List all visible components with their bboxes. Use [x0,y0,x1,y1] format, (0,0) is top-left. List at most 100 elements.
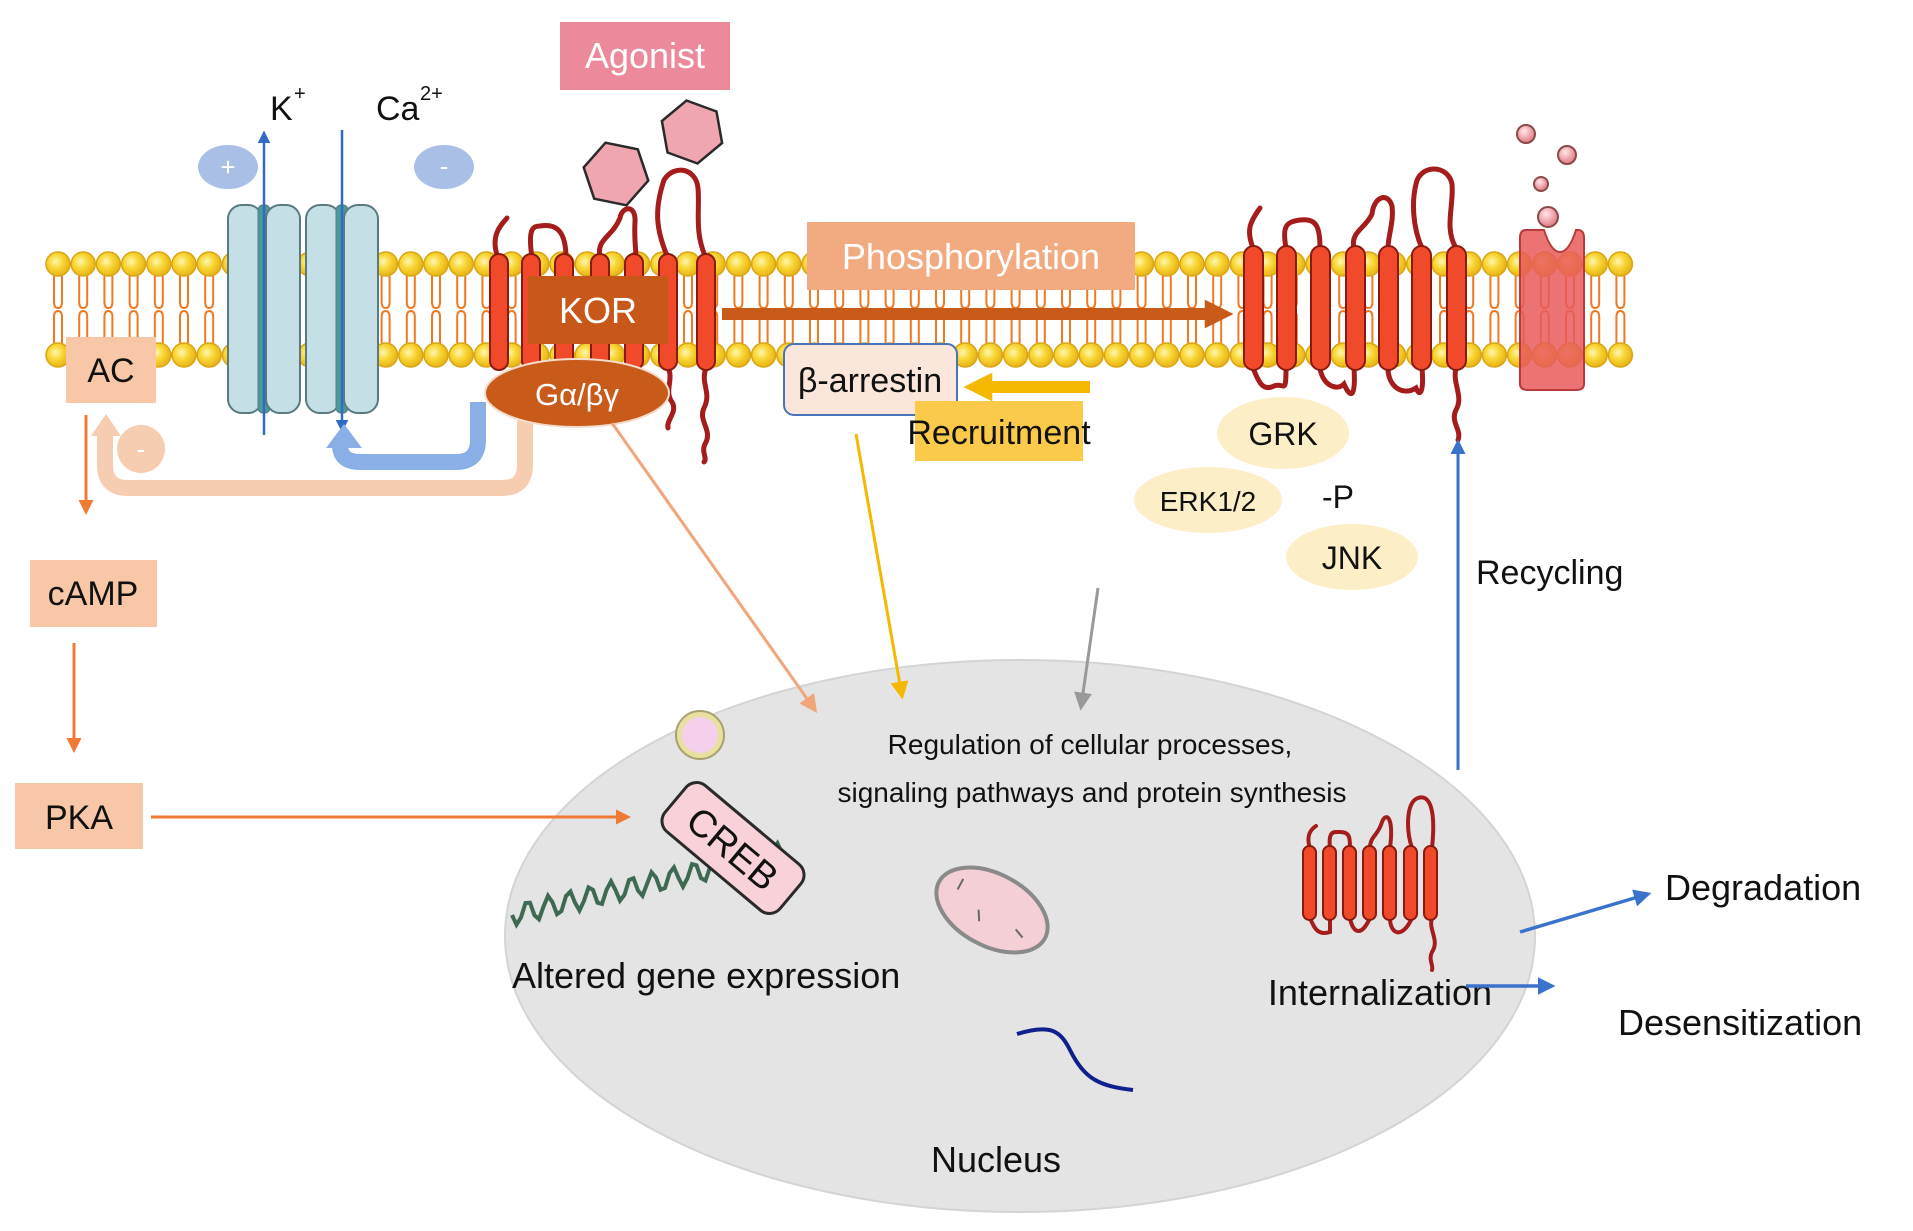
activation-plus-icon: + [198,145,258,189]
lipid-tail [103,276,114,343]
lipid-head [1078,342,1104,368]
g-protein: Gα/βγ [484,358,670,428]
inhibition-minus-icon: - [414,145,474,189]
transmembrane-helix [1382,845,1397,921]
beta-arrestin-label: β-arrestin [798,362,942,400]
lipid-head [1028,342,1054,368]
lipid-head [1204,342,1230,368]
agonist-box: Agonist [560,22,730,90]
lipid-head [1607,251,1634,277]
lipid-tail [153,276,164,343]
transmembrane-helix [1276,245,1297,371]
lipid-head [398,342,424,368]
erk-label: ERK1/2 [1160,486,1257,517]
lipid-tail [204,276,215,343]
phosphorylated-receptor [1243,166,1467,443]
lipid-head [1053,342,1079,368]
lipid-head [146,251,172,277]
transmembrane-helix [1322,845,1337,921]
lipid-head [1582,251,1608,277]
transmembrane-helix [1342,845,1357,921]
lipid-tail [1262,276,1273,343]
lipid-head [196,342,222,368]
internalization-label: Internalization [1268,972,1492,1013]
lipid-head [423,342,449,368]
mitochondrion [934,865,1050,955]
phosphate-label: -P [1322,479,1354,515]
recruitment-label: Recruitment [907,414,1091,452]
degradation-label: Degradation [1665,867,1861,908]
lipid-tail [456,276,467,343]
lipid-head [70,251,96,277]
lipid-tail [179,276,189,343]
beta-arrestin-box: β-arrestin [783,343,958,416]
transmembrane-helix [1446,245,1467,371]
regulation-label-line2: signaling pathways and protein synthesis [838,777,1347,808]
phosphorylation-label: Phosphorylation [842,236,1100,277]
lipid-tail [683,276,693,343]
lipid-tail [53,276,63,343]
transmembrane-helix [1310,245,1331,371]
jnk-label: JNK [1322,540,1382,576]
agonist-molecule-icon [660,99,724,165]
transmembrane-helix [696,253,716,371]
vesicle [675,710,725,760]
agonist-molecule-icon [582,141,650,207]
lipid-head [171,342,197,368]
nucleus-label: Nucleus [931,1139,1061,1180]
agonist-label: Agonist [585,35,705,76]
kor-label: KOR [559,290,637,331]
calcium-label: Ca 2+ [376,83,443,128]
lipid-head [1154,342,1180,368]
recruitment-box: Recruitment [907,401,1091,461]
kinase-signal-arrow [1074,587,1100,711]
ac-inhibition-minus-icon: - [117,425,165,473]
kor-extracellular-loops [492,167,709,261]
jnk-kinase: JNK [1286,524,1418,590]
regulation-label-line1: Regulation of cellular processes, [888,729,1293,760]
lipid-head [1103,342,1130,368]
kor-label-box [528,276,668,344]
grk-label: GRK [1248,416,1317,452]
lipid-head [120,251,147,277]
lipid-head [750,251,777,277]
g-protein-label: Gα/βγ [535,377,619,412]
erk-kinase: ERK1/2 [1134,467,1282,533]
lipid-head [45,251,71,277]
release-channel [1519,229,1585,391]
lipid-head [1179,342,1205,368]
minus-sign: - [440,151,449,181]
potassium-charge: + [294,83,306,105]
transmembrane-helix [1411,245,1432,371]
pka-label: PKA [45,799,113,837]
lipid-head [1607,342,1634,368]
g-protein-to-channel-arrowhead [326,424,362,448]
plus-sign: + [220,152,235,182]
potassium-channel [227,204,301,414]
arrestin-signal-arrow [854,433,909,700]
lipid-head [1204,251,1230,277]
lipid-head [1002,342,1029,368]
lipid-head [725,251,752,277]
altered-gene-expression-label: Altered gene expression [512,955,900,996]
lipid-head [1582,342,1608,368]
camp-label: cAMP [48,575,139,613]
ac-box: AC [66,337,156,403]
lipid-tail [405,276,416,343]
receptor-extracellular-loops [1247,166,1459,251]
internalized-receptor [1302,795,1438,972]
lipid-head [776,251,802,277]
kor-receptor: KOR [489,167,716,465]
recycling-label: Recycling [1476,554,1623,592]
lipid-tail [1590,276,1601,343]
potassium-label: K + [270,83,306,128]
kor-intracellular-loops [665,365,710,465]
transmembrane-helix [1345,245,1366,371]
lipid-head [95,251,122,277]
lipid-head [196,251,222,277]
released-molecule [1537,206,1559,228]
released-molecule [1533,176,1549,192]
degradation-arrow [1519,889,1652,934]
lipid-head [448,251,474,277]
lipid-head [1179,251,1205,277]
